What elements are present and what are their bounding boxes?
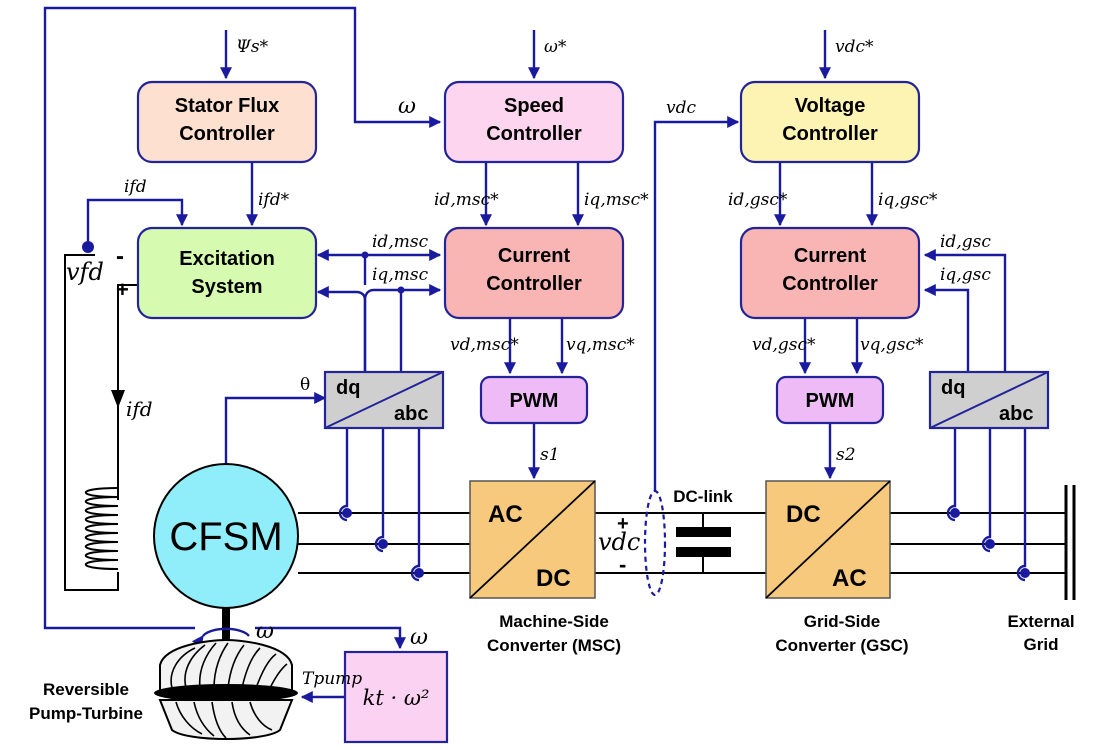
iq-msc-ref-label: iq,msc* xyxy=(584,190,649,210)
pwm-msc-label: PWM xyxy=(510,390,559,412)
current-controller-msc: Current Controller xyxy=(443,226,625,320)
stator-flux-line2: Controller xyxy=(179,123,275,145)
iq-gsc-label: iq,gsc xyxy=(940,265,991,285)
vdc-link-label: vdc xyxy=(598,528,640,556)
tpump-label: Tpump xyxy=(302,669,362,689)
torque-model-label: kt · ω² xyxy=(363,686,430,710)
gsc-ac-label: AC xyxy=(832,565,867,592)
speed-line1: Speed xyxy=(504,95,564,117)
abc-msc-label: abc xyxy=(394,403,428,425)
speed-line2: Controller xyxy=(486,123,582,145)
gsc-caption-2: Converter (GSC) xyxy=(775,636,908,655)
pump-caption-2: Pump-Turbine xyxy=(29,704,143,723)
omega-feedback-label: ω xyxy=(398,94,416,119)
msc-dc-label: DC xyxy=(536,565,571,592)
cfsm-label: CFSM xyxy=(169,515,282,559)
excitation-system: Excitation System xyxy=(136,226,318,320)
current-gsc-line2: Controller xyxy=(782,273,878,295)
junction-dots xyxy=(82,241,1030,578)
vd-msc-ref-label: vd,msc* xyxy=(450,335,519,355)
omega-ref-label: ω* xyxy=(544,37,567,57)
ifd-feedback-label: ifd xyxy=(124,177,147,197)
voltage-line1: Voltage xyxy=(795,95,866,117)
msc-ac-label: AC xyxy=(488,501,523,528)
stator-flux-controller: Stator Flux Controller xyxy=(136,80,318,164)
vd-gsc-ref-label: vd,gsc* xyxy=(752,335,816,355)
vdc-meas-label: vdc xyxy=(666,98,696,118)
torque-model: kt · ω² xyxy=(343,650,449,744)
shaft-rotation-arrow xyxy=(191,627,250,649)
vdc-minus: - xyxy=(619,552,626,577)
ifd-direction-arrow xyxy=(111,390,125,408)
gsc-dc-label: DC xyxy=(786,501,821,528)
msc-caption-2: Converter (MSC) xyxy=(487,636,621,655)
dq-gsc-label: dq xyxy=(941,377,965,399)
s2-label: s2 xyxy=(836,445,856,465)
pwm-gsc: PWM xyxy=(775,375,885,425)
omega-model-label: ω xyxy=(410,625,428,650)
iq-msc-label: iq,msc xyxy=(372,265,429,285)
speed-controller: Speed Controller xyxy=(443,80,625,164)
vdc-plus: + xyxy=(617,513,629,535)
excitation-line2: System xyxy=(191,276,262,298)
machine-side-converter: AC DC xyxy=(469,480,596,599)
grid-busbar xyxy=(1064,485,1076,600)
id-gsc-label: id,gsc xyxy=(940,232,991,252)
ifd-field-label: ifd xyxy=(126,397,153,421)
grid-caption-2: Grid xyxy=(1024,635,1059,654)
ifd-ref-label: ifd* xyxy=(258,190,290,210)
s1-label: s1 xyxy=(540,445,560,465)
stator-flux-line1: Stator Flux xyxy=(175,95,279,117)
vdc-sense-ellipse xyxy=(643,489,667,597)
vq-msc-ref-label: vq,msc* xyxy=(566,335,635,355)
psi-ref-label: Ψs* xyxy=(236,37,269,57)
gsc-caption-1: Grid-Side xyxy=(804,612,881,631)
pwm-msc: PWM xyxy=(479,375,589,425)
dc-link-capacitor xyxy=(676,527,731,557)
dq-abc-transform-gsc: dq abc xyxy=(928,370,1050,430)
current-gsc-line1: Current xyxy=(794,245,867,267)
id-msc-label: id,msc xyxy=(372,232,429,252)
current-controller-gsc: Current Controller xyxy=(739,226,921,320)
id-gsc-ref-label: id,gsc* xyxy=(728,190,788,210)
dq-msc-label: dq xyxy=(336,377,360,399)
control-wiring xyxy=(43,6,1027,703)
msc-caption-1: Machine-Side xyxy=(499,612,609,631)
shaft xyxy=(222,605,230,647)
excitation-line1: Excitation xyxy=(179,248,275,270)
current-msc-line2: Controller xyxy=(486,273,582,295)
grid-side-converter: DC AC xyxy=(765,480,891,599)
theta-label: θ xyxy=(300,375,310,395)
current-msc-line1: Current xyxy=(498,245,571,267)
vfd-minus: - xyxy=(116,243,124,270)
vq-gsc-ref-label: vq,gsc* xyxy=(860,335,924,355)
voltage-controller: Voltage Controller xyxy=(739,80,921,164)
power-wiring xyxy=(64,254,1066,591)
pump-turbine-icon xyxy=(154,638,298,740)
id-msc-ref-label: id,msc* xyxy=(434,190,499,210)
vdc-ref-label: vdc* xyxy=(835,37,874,57)
grid-caption-1: External xyxy=(1007,612,1074,631)
dc-link-caption: DC-link xyxy=(673,487,733,506)
vfd-plus: + xyxy=(116,277,129,302)
dq-abc-transform-msc: dq abc xyxy=(323,370,445,430)
vfd-label: vfd xyxy=(66,258,104,286)
abc-gsc-label: abc xyxy=(999,403,1033,425)
iq-gsc-ref-label: iq,gsc* xyxy=(878,190,938,210)
field-coil-symbol xyxy=(84,487,119,570)
pwm-gsc-label: PWM xyxy=(806,390,855,412)
pump-caption-1: Reversible xyxy=(43,680,129,699)
voltage-line2: Controller xyxy=(782,123,878,145)
omega-shaft-label: ω xyxy=(256,619,274,644)
cfsm-machine: CFSM xyxy=(153,463,299,609)
